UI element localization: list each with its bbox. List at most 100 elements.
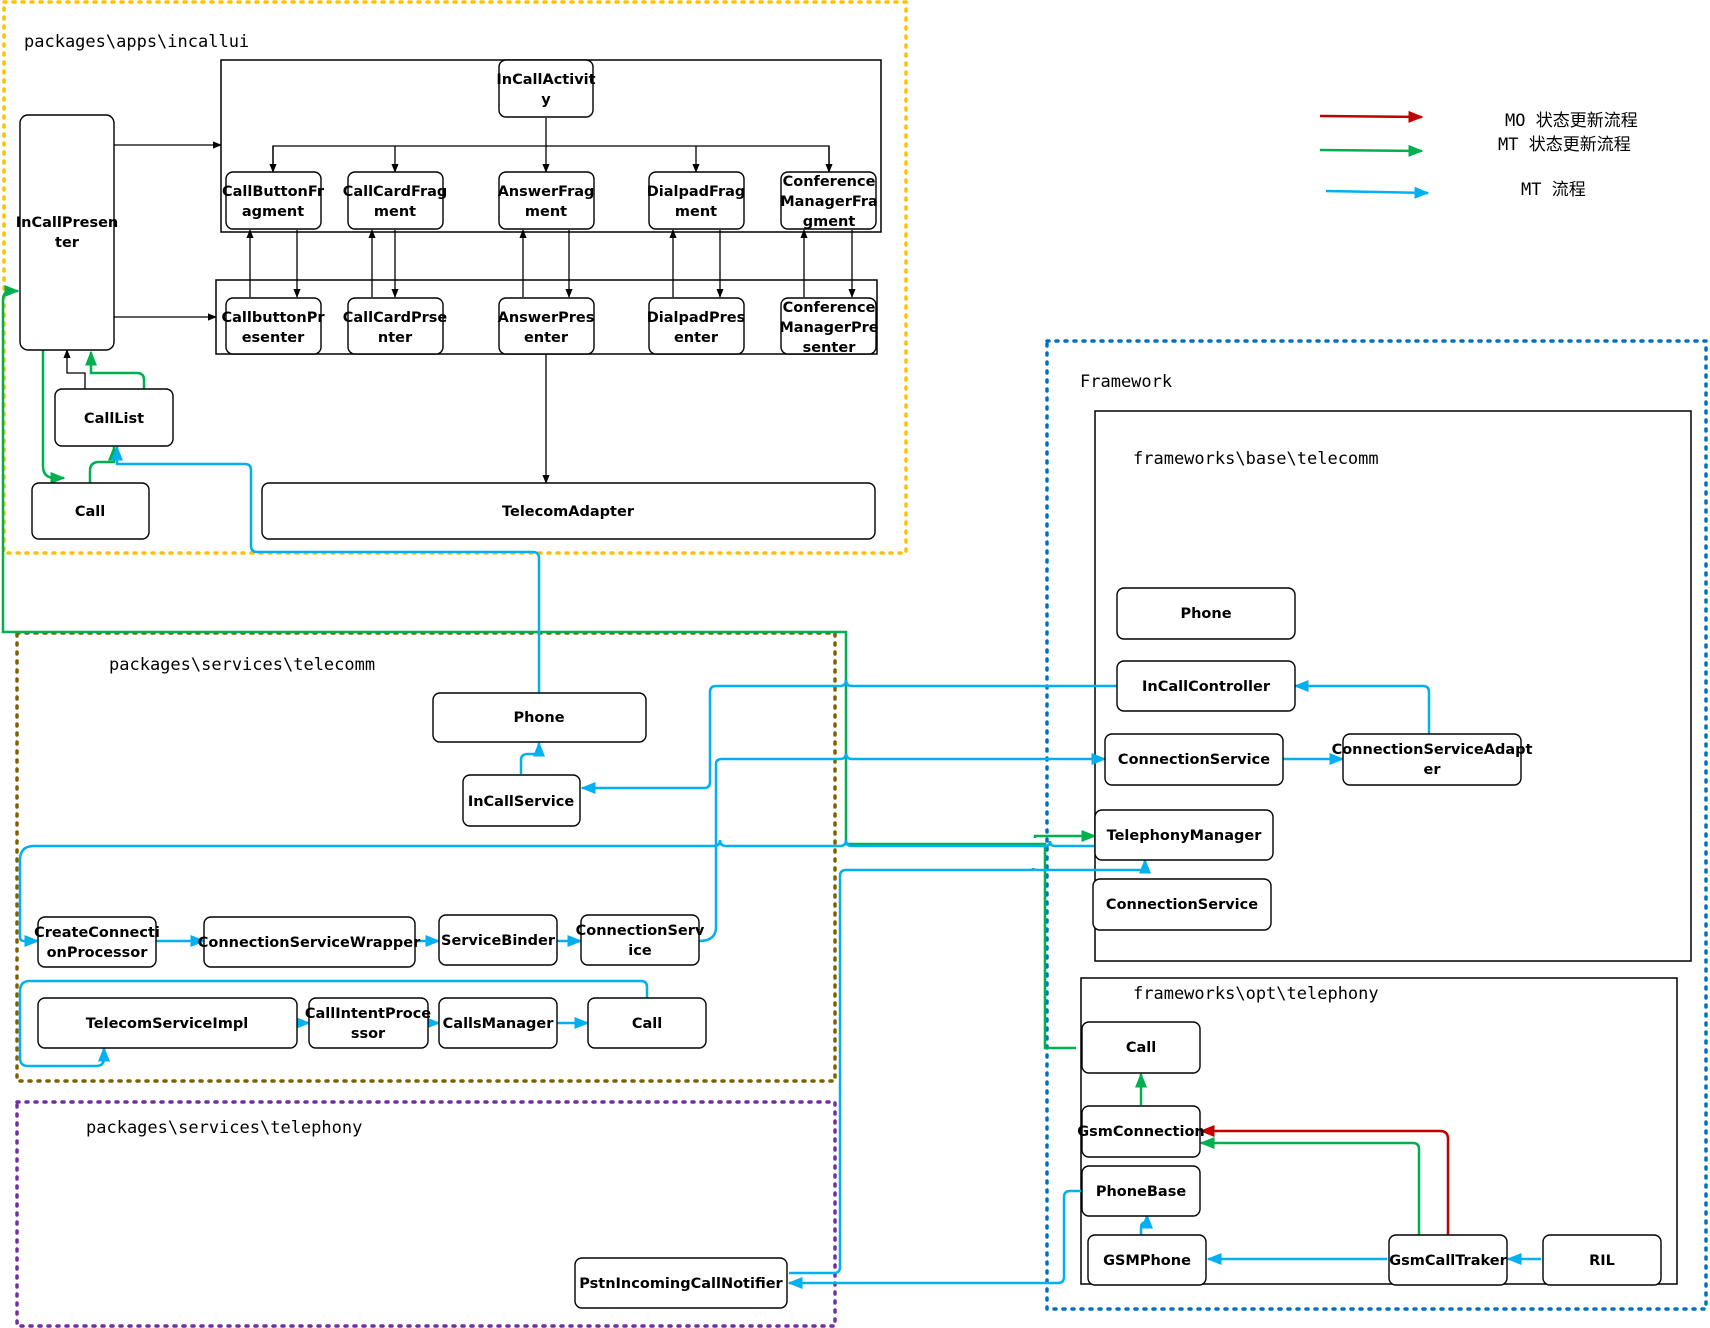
node-text-line: esenter	[242, 330, 305, 346]
blue-connectors	[18, 445, 1541, 1289]
node-phone-base: PhoneBase	[1081, 1165, 1201, 1217]
node-text-line: AnswerFrag	[498, 184, 595, 200]
node-text-line: gment	[803, 214, 856, 230]
node-text-line: CallCardPrse	[343, 310, 448, 326]
node-text-line: GsmCallTraker	[1389, 1253, 1507, 1269]
node-text-line: InCallService	[468, 794, 575, 810]
legend: MO 状态更新流程 MT 状态更新流程 MT 流程	[1319, 110, 1638, 200]
node-text-line: Conference	[783, 174, 876, 190]
node-text-line: CallIntentProce	[305, 1006, 431, 1022]
node-text-line: GsmConnection	[1077, 1124, 1205, 1140]
svg-text:GSMPhone: GSMPhone	[1103, 1253, 1191, 1269]
group-label-services-telecomm: packages\services\telecomm	[109, 655, 375, 675]
node-text-line: ment	[525, 204, 567, 220]
svg-text:Call: Call	[1126, 1040, 1156, 1056]
red-connectors	[1199, 1125, 1450, 1235]
svg-text:RIL: RIL	[1589, 1253, 1615, 1269]
node-connection-service-wrapper: ConnectionServiceWrapper	[198, 916, 421, 968]
svg-text:ConnectionService: ConnectionService	[1106, 897, 1258, 913]
node-text-line: TelephonyManager	[1107, 828, 1263, 844]
legend-mo-text: MO 状态更新流程	[1505, 111, 1638, 131]
node-dialpad-presenter: DialpadPres enter	[647, 297, 746, 355]
node-text-line: CallsManager	[443, 1016, 555, 1032]
node-text-line: senter	[803, 340, 857, 356]
node-text-line: GSMPhone	[1103, 1253, 1191, 1269]
node-text-line: ment	[374, 204, 416, 220]
node-ui-call: Call	[31, 482, 150, 540]
node-text-line: TelecomServiceImpl	[86, 1016, 248, 1032]
node-text-line: enter	[674, 330, 719, 346]
legend-mt-flow-line	[1325, 186, 1430, 199]
node-fw-phone: Phone	[1116, 587, 1296, 640]
svg-text:InCallService: InCallService	[468, 794, 575, 810]
node-text-line: ConnectionServ	[576, 923, 705, 939]
node-text-line: ment	[675, 204, 717, 220]
green-connectors	[1, 285, 1421, 1235]
node-text-line: enter	[524, 330, 569, 346]
group-label-services-telephony: packages\services\telephony	[86, 1118, 362, 1138]
node-text-line: RIL	[1589, 1253, 1615, 1269]
svg-text:CallList: CallList	[84, 411, 144, 427]
group-label-incallui: packages\apps\incallui	[24, 32, 249, 52]
node-text-line: Call	[75, 504, 105, 520]
node-incall-service: InCallService	[462, 774, 581, 827]
svg-text:PstnIncomingCallNotifier: PstnIncomingCallNotifier	[579, 1276, 783, 1292]
node-opt-call: Call	[1081, 1021, 1201, 1074]
group-label-base-telecomm: frameworks\base\telecomm	[1133, 449, 1379, 469]
svg-text:TelecomAdapter: TelecomAdapter	[502, 504, 635, 520]
node-text-line: agment	[242, 204, 304, 220]
node-text-line: ssor	[351, 1026, 386, 1042]
legend-mo-line	[1319, 110, 1424, 123]
svg-text:Phone: Phone	[1180, 606, 1231, 622]
svg-text:TelecomServiceImpl: TelecomServiceImpl	[86, 1016, 248, 1032]
svg-text:InCallController: InCallController	[1142, 679, 1271, 695]
node-text-line: ter	[55, 235, 80, 251]
svg-text:Phone: Phone	[513, 710, 564, 726]
group-label-opt-telephony: frameworks\opt\telephony	[1133, 984, 1379, 1004]
node-text-line: ConnectionServiceAdapt	[1332, 742, 1533, 758]
svg-text:PhoneBase: PhoneBase	[1096, 1184, 1187, 1200]
node-callbutton-presenter: CallbuttonPr esenter	[222, 297, 326, 355]
legend-mt-flow-text: MT 流程	[1521, 180, 1586, 200]
node-text-line: Phone	[513, 710, 564, 726]
svg-text:Call: Call	[632, 1016, 662, 1032]
node-gsm-phone: GSMPhone	[1087, 1234, 1207, 1286]
svg-text:ConnectionServiceWrapper: ConnectionServiceWrapper	[198, 935, 421, 951]
node-service-binder: ServiceBinder	[438, 914, 558, 966]
svg-text:CallsManager: CallsManager	[443, 1016, 555, 1032]
svg-text:Call: Call	[75, 504, 105, 520]
node-text-line: TelecomAdapter	[502, 504, 635, 520]
node-answer-presenter: AnswerPres enter	[498, 297, 595, 355]
node-text-line: DialpadPres	[647, 310, 746, 326]
group-services-telecomm-frame	[15, 631, 837, 1083]
svg-text:ConnectionService: ConnectionService	[1118, 752, 1270, 768]
node-text-line: er	[1424, 762, 1442, 778]
group-incallui-frame	[2, 0, 908, 555]
node-call-intent-processor: CallIntentProce ssor	[305, 997, 431, 1049]
legend-mt-update-text: MT 状态更新流程	[1498, 135, 1631, 155]
group-label-framework: Framework	[1080, 372, 1172, 392]
node-text-line: AnswerPres	[498, 310, 595, 326]
node-text-line: ConnectionService	[1118, 752, 1270, 768]
node-telephony-manager: TelephonyManager	[1094, 809, 1274, 861]
black-connectors	[63, 118, 856, 484]
node-tc-call: Call	[587, 997, 707, 1049]
node-text-line: Call	[1126, 1040, 1156, 1056]
svg-text:ConnectionService: ConnectionServ ice	[576, 923, 705, 959]
svg-text:TelephonyManager: TelephonyManager	[1107, 828, 1263, 844]
node-text-line: CallbuttonPr	[222, 310, 326, 326]
node-text-line: ice	[628, 943, 652, 959]
node-gsm-connection: GsmConnection	[1077, 1105, 1205, 1158]
